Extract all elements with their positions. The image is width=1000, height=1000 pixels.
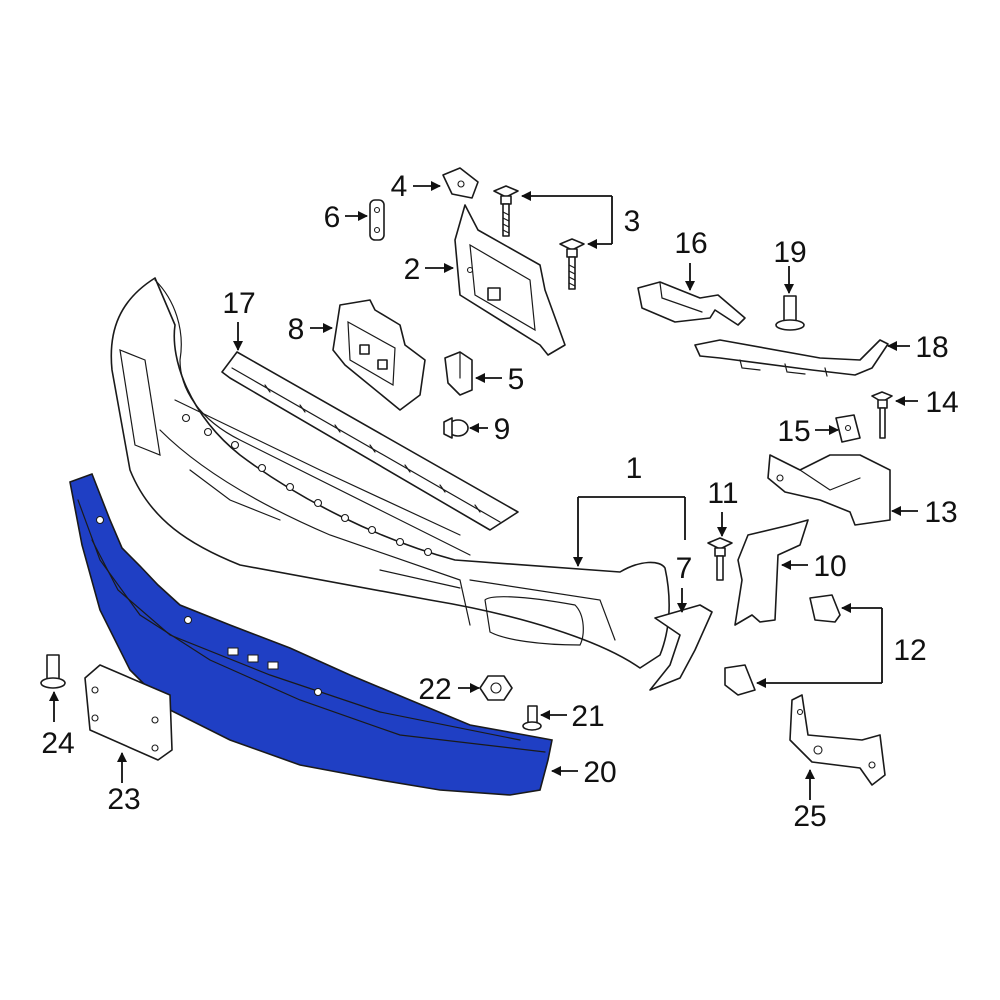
part-bolt-21 bbox=[522, 705, 542, 731]
callout-11: 11 bbox=[707, 477, 738, 510]
callout-24: 24 bbox=[41, 727, 74, 760]
part-reinforcement-16 bbox=[637, 281, 746, 326]
part-bolts-3 bbox=[493, 185, 585, 290]
lower-valance-shape bbox=[69, 472, 553, 796]
callout-21: 21 bbox=[571, 700, 604, 733]
callout-4: 4 bbox=[391, 170, 408, 203]
callout-12: 12 bbox=[893, 634, 926, 667]
callout-1: 1 bbox=[626, 452, 643, 485]
callout-22: 22 bbox=[418, 673, 451, 706]
callout-16: 16 bbox=[674, 227, 707, 260]
callout-25: 25 bbox=[793, 800, 826, 833]
part-clips-12 bbox=[724, 594, 841, 696]
callout-6: 6 bbox=[324, 201, 341, 234]
part-lower-valance-highlighted bbox=[69, 472, 553, 796]
part-upper-filler-strip bbox=[221, 351, 519, 531]
callout-23: 23 bbox=[107, 783, 140, 816]
callout-13: 13 bbox=[924, 496, 957, 529]
part-bolt-11 bbox=[707, 537, 733, 581]
callout-labels: 1 2 3 4 5 6 7 8 9 10 11 12 13 14 15 16 1… bbox=[41, 170, 958, 833]
part-mounting-bracket-25 bbox=[789, 694, 886, 786]
part-bolt-19 bbox=[775, 295, 805, 331]
part-clip-nut-5 bbox=[444, 351, 473, 396]
callout-8: 8 bbox=[288, 313, 305, 346]
part-shim-6 bbox=[369, 199, 385, 241]
part-clip-4 bbox=[442, 167, 479, 199]
part-lower-bracket-18 bbox=[694, 339, 889, 377]
callout-10: 10 bbox=[813, 550, 846, 583]
part-bolt-24 bbox=[40, 654, 66, 689]
part-plate-23 bbox=[84, 664, 173, 761]
callout-2: 2 bbox=[404, 253, 421, 286]
callout-18: 18 bbox=[915, 331, 948, 364]
callout-17: 17 bbox=[222, 287, 255, 320]
part-clip-15 bbox=[835, 414, 861, 443]
part-nut-22 bbox=[479, 675, 513, 701]
part-corner-trim-7 bbox=[649, 604, 713, 691]
part-mounting-bracket bbox=[454, 204, 566, 356]
callout-20: 20 bbox=[583, 756, 616, 789]
part-side-bracket bbox=[332, 299, 426, 411]
part-brace-10 bbox=[734, 519, 809, 626]
callout-5: 5 bbox=[508, 363, 525, 396]
part-bolt-14 bbox=[871, 391, 893, 439]
part-push-pin-9 bbox=[443, 417, 469, 439]
callout-19: 19 bbox=[773, 236, 806, 269]
bumper-bolt-holes bbox=[181, 413, 433, 557]
callout-9: 9 bbox=[494, 413, 511, 446]
callout-15: 15 bbox=[777, 415, 810, 448]
callout-14: 14 bbox=[925, 386, 958, 419]
callout-3: 3 bbox=[624, 205, 641, 238]
callout-7: 7 bbox=[676, 552, 693, 585]
leader-lines bbox=[49, 181, 918, 800]
part-side-bracket-13 bbox=[767, 454, 891, 526]
